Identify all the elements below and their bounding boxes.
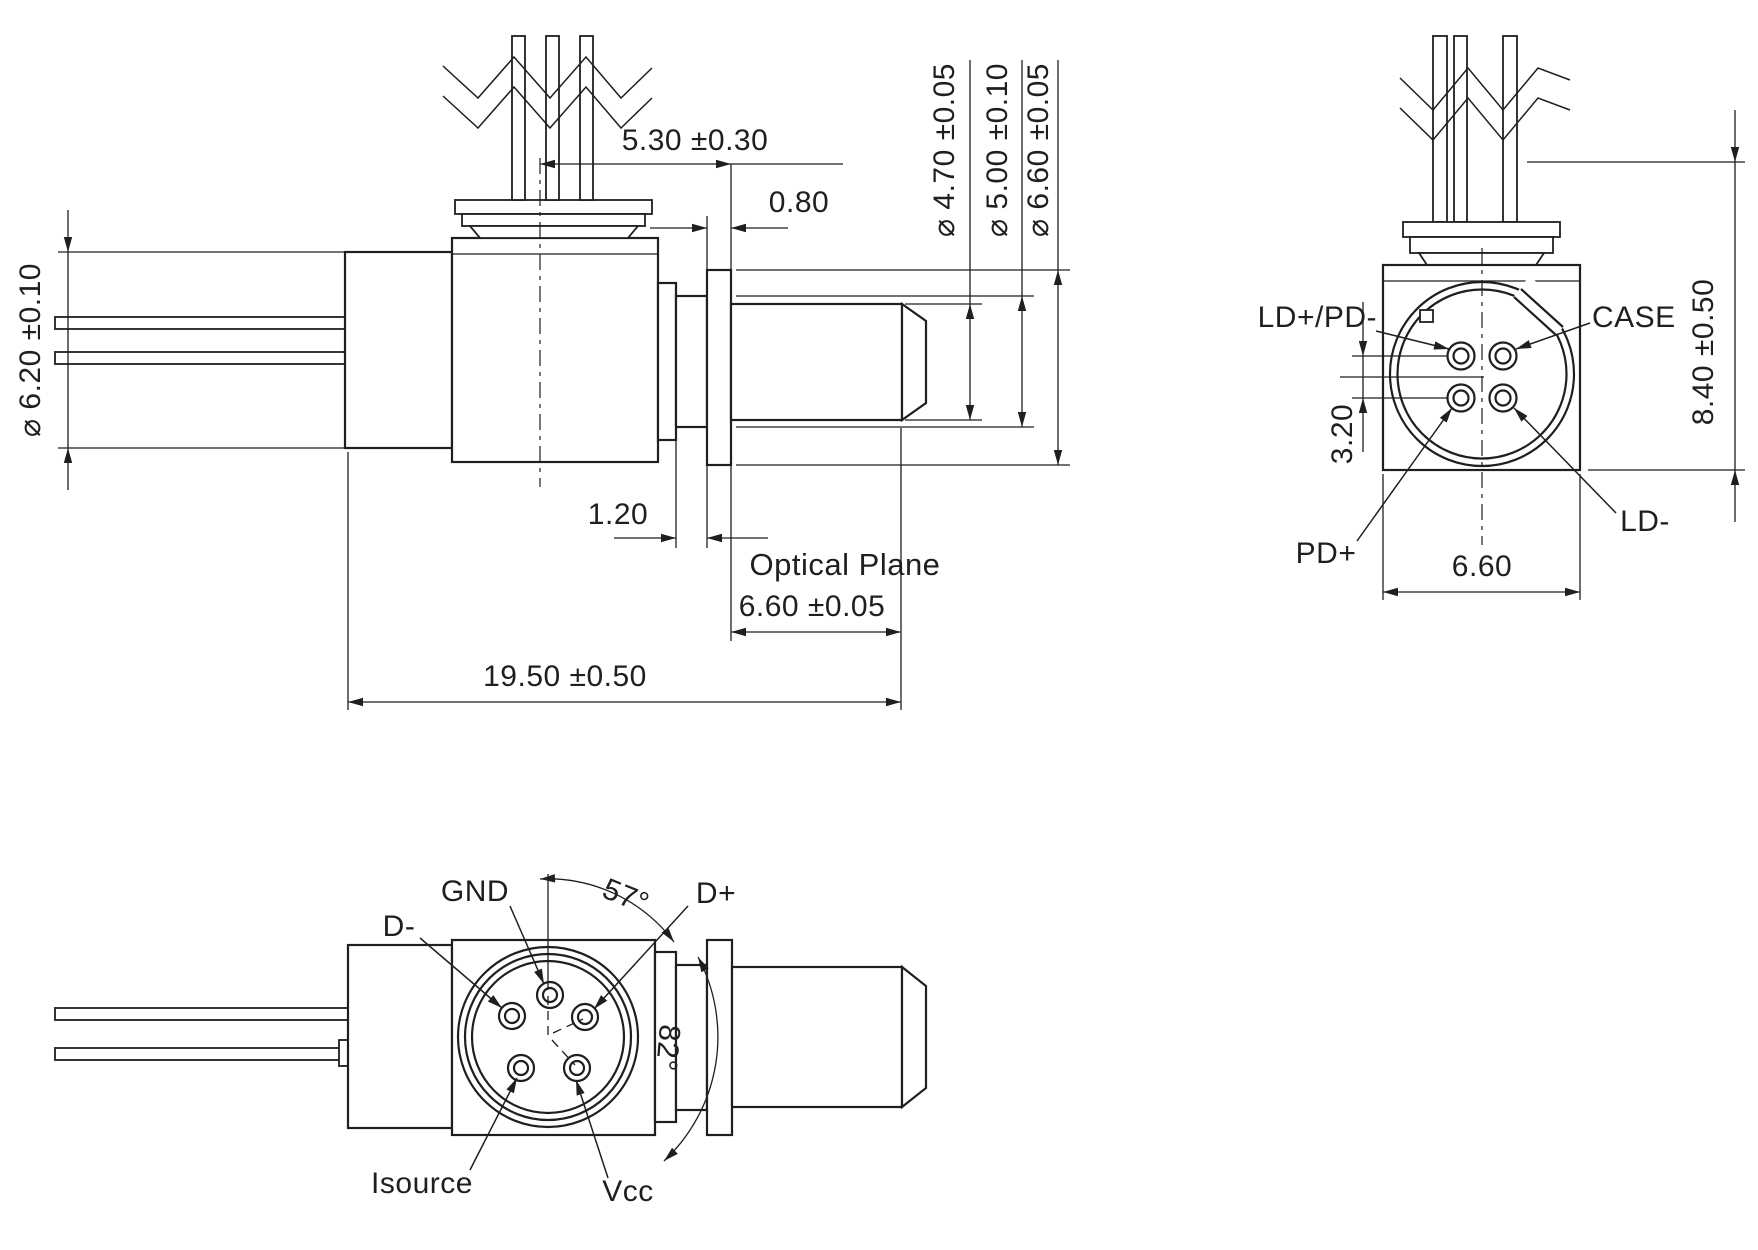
leader-line (509, 905, 545, 985)
keyway-chamfer (1520, 288, 1564, 328)
pin-hole (512, 1059, 530, 1077)
dim-optical-plane-to-tip: 6.60 ±0.05 (739, 590, 886, 623)
label-gnd: GND (441, 875, 509, 908)
dim-lead-to-optical-plane: 5.30 ±0.30 (622, 124, 769, 157)
label-d-plus: D+ (696, 877, 736, 910)
pin-case (1488, 341, 1518, 371)
top-lead (579, 35, 594, 201)
pin-hole (568, 1059, 586, 1077)
leader-line (575, 1079, 609, 1179)
rear-lead (54, 351, 346, 365)
index-notch (1419, 309, 1434, 323)
pin-hole (1452, 389, 1470, 407)
lead-boss (338, 1039, 349, 1067)
label-isource: Isource (371, 1167, 473, 1200)
dim-rear-diameter: ⌀ 6.20 ±0.10 (14, 263, 47, 437)
front-view: 57° 82° GND D- D+ Isource Vcc (54, 872, 928, 1208)
header-plate (1402, 221, 1561, 238)
pin-hole (1494, 347, 1512, 365)
pin-ld-minus (1488, 383, 1518, 413)
body-step (656, 281, 678, 442)
label-vcc: Vcc (602, 1175, 654, 1208)
rear-body-outline (343, 250, 454, 450)
label-ld-plus-pd-minus: LD+/PD- (1258, 301, 1377, 334)
pin-hole (1452, 347, 1470, 365)
leader-line (1515, 322, 1591, 350)
angle-82-label: 82° (649, 1023, 686, 1073)
dim-boss-diameter: ⌀ 5.00 ±0.10 (981, 63, 1014, 237)
dim-body-height: 8.40 ±0.50 (1687, 279, 1720, 426)
label-pd-plus: PD+ (1296, 537, 1357, 570)
leader-line (593, 905, 689, 1010)
side-view: ⌀ 6.20 ±0.10 5.30 ±0.30 0.80 ⌀ 4.70 ±0.0… (14, 35, 1070, 710)
rear-body-outline (346, 943, 454, 1130)
main-body-outline (450, 236, 660, 464)
dim-flange-diameter: ⌀ 6.60 ±0.05 (1022, 63, 1055, 237)
angle-leg-dashed (552, 1018, 584, 1034)
leader-line (419, 937, 503, 1009)
leader-line (1513, 407, 1617, 514)
pin-hole (541, 986, 559, 1004)
nose-chamfer (900, 301, 928, 423)
top-lead (545, 35, 560, 201)
break-line (1399, 66, 1571, 112)
header-neck (468, 225, 640, 239)
break-line (442, 85, 653, 130)
pin-gnd (535, 980, 565, 1010)
dim-flange-thickness: 0.80 (769, 186, 829, 219)
header-plate (461, 213, 646, 227)
back-view: 3.20 6.60 8.40 ±0.50 LD+/PD- CASE PD+ LD… (1258, 35, 1745, 600)
flange-outline (705, 268, 733, 467)
pin-d-plus (570, 1002, 600, 1032)
leader-line (1375, 330, 1450, 350)
nose-outline (729, 302, 904, 422)
dim-overall-length: 19.50 ±0.50 (483, 660, 647, 693)
pin-d-minus (497, 1001, 527, 1031)
rear-lead (54, 1007, 349, 1021)
pin-hole (1494, 389, 1512, 407)
keyway-chamfer (1513, 296, 1557, 336)
rear-lead (54, 316, 346, 330)
label-ld-minus: LD- (1620, 505, 1670, 538)
dim-pin-row-spacing: 3.20 (1326, 404, 1359, 464)
flange-outline (705, 938, 734, 1137)
label-case: CASE (1592, 301, 1676, 334)
dim-nose-diameter: ⌀ 4.70 ±0.05 (928, 63, 961, 237)
optical-plane-label: Optical Plane (750, 547, 941, 582)
boss-outline (674, 294, 709, 429)
dim-body-flange-gap: 1.20 (588, 498, 648, 531)
rear-lead (54, 1047, 349, 1061)
top-lead (1453, 35, 1468, 223)
leader-line (1356, 407, 1453, 542)
leader-line (469, 1077, 518, 1171)
angle-arc-57 (539, 874, 675, 943)
top-lead (1502, 35, 1518, 223)
header-plate (454, 199, 653, 215)
label-d-minus: D- (383, 910, 416, 943)
nose-chamfer (900, 964, 928, 1110)
dim-body-width: 6.60 (1452, 550, 1512, 583)
pin-hole (503, 1007, 521, 1025)
break-line (442, 55, 653, 100)
pin-hole (576, 1008, 594, 1026)
angle-arc-82 (663, 956, 719, 1162)
break-line (1399, 96, 1571, 142)
top-lead (1432, 35, 1448, 223)
pin-isource (506, 1053, 536, 1083)
top-lead (511, 35, 526, 201)
nose-outline (730, 965, 904, 1109)
angle-leg-dashed (551, 1039, 576, 1066)
